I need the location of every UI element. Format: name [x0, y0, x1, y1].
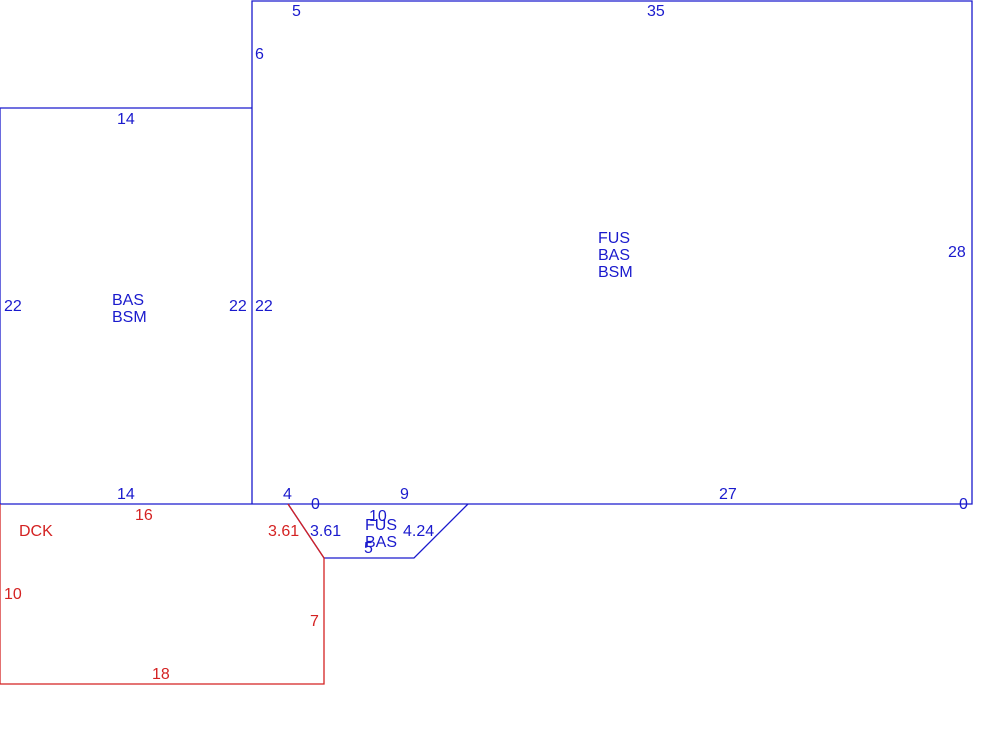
- dim-main-left-upper: 6: [255, 46, 264, 63]
- dim-bay-right: 4.24: [403, 523, 434, 540]
- deck-area-label: DCK: [19, 523, 53, 540]
- dim-left-right: 22: [229, 298, 247, 315]
- dim-bay-top: 10: [369, 508, 387, 525]
- dim-main-left-lower: 22: [255, 298, 273, 315]
- main-area-outline: [251, 0, 973, 505]
- dim-main-bottom-right: 27: [719, 486, 737, 503]
- dim-bay-left: 3.61: [310, 523, 341, 540]
- dim-main-bottom-mid: 9: [400, 486, 409, 503]
- dim-main-bottom-zero: 0: [311, 496, 320, 513]
- deck-outline: [0, 503, 325, 685]
- dim-deck-left: 10: [4, 586, 22, 603]
- dim-bay-bottom: 5: [364, 540, 373, 557]
- dim-deck-right: 7: [310, 613, 319, 630]
- dim-main-right: 28: [948, 244, 966, 261]
- dim-main-bottom-corner: 0: [959, 496, 968, 513]
- dim-left-bottom: 14: [117, 486, 135, 503]
- dim-main-bottom-left: 4: [283, 486, 292, 503]
- dim-main-top-left: 5: [292, 3, 301, 20]
- dim-left-left: 22: [4, 298, 22, 315]
- dim-deck-bottom: 18: [152, 666, 170, 683]
- dim-main-top: 35: [647, 3, 665, 20]
- dim-left-top: 14: [117, 111, 135, 128]
- dim-deck-top: 16: [135, 507, 153, 524]
- left-area-label: BAS BSM: [112, 292, 148, 326]
- dim-deck-diag: 3.61: [268, 523, 299, 540]
- main-area-label: FUS BAS BSM: [598, 230, 634, 281]
- left-area-outline: [0, 107, 252, 504]
- bay-area-label: FUS BAS: [365, 517, 401, 551]
